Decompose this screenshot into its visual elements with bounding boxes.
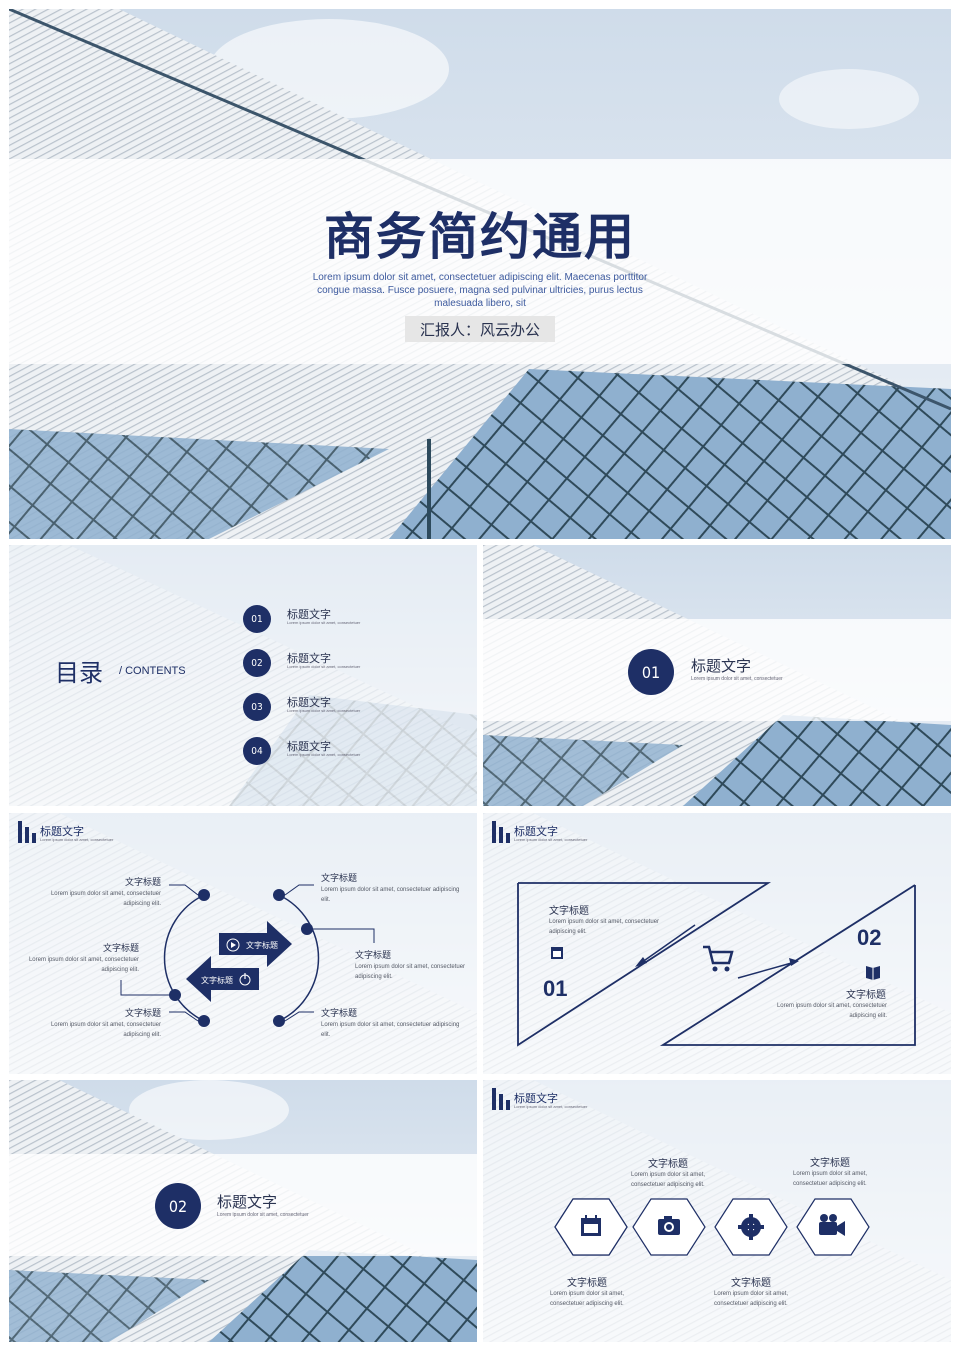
diagram-item-label: 文字标题 xyxy=(124,877,161,887)
camera-icon xyxy=(658,1216,680,1235)
toc-item-desc: Lorem ipsum dolor sit amet, consectetuer xyxy=(287,752,361,757)
section2-slide: 02 标题文字 Lorem ipsum dolor sit amet, cons… xyxy=(9,1080,477,1342)
header-bar-icon xyxy=(492,821,496,843)
reporter-text: 汇报人：风云办公 xyxy=(419,321,540,339)
toc-item-title: 标题文字 xyxy=(287,609,331,621)
section-number-circle: 02 xyxy=(155,1183,201,1229)
toc-item-number-circle: 01 xyxy=(243,605,271,633)
section-number: 02 xyxy=(168,1196,188,1216)
toc-item-number: 01 xyxy=(251,613,263,625)
diagram-item-label: 文字标题 xyxy=(102,943,139,953)
calendar-icon xyxy=(551,947,563,959)
diagram-item-label: 文字标题 xyxy=(355,950,392,960)
arrow-right-label: 文字标题 xyxy=(246,941,278,950)
header-bar-icon xyxy=(18,821,22,843)
building-photo xyxy=(483,1080,951,1342)
diagram-item-text: Lorem ipsum dolor sit amet, consectetuer… xyxy=(28,957,139,973)
section1-slide: 01 标题文字 Lorem ipsum dolor sit amet, cons… xyxy=(483,545,951,806)
diagram-item-text: Lorem ipsum dolor sit amet, consectetuer… xyxy=(321,1022,460,1038)
toc-item-title: 标题文字 xyxy=(287,653,331,665)
left-label: 文字标题 xyxy=(549,906,589,917)
section-band xyxy=(9,1154,477,1256)
left-text: Lorem ipsum dolor sit amet, consectetuer… xyxy=(549,919,660,935)
hex-top-text-2: Lorem ipsum dolor sit amet, consectetuer… xyxy=(793,1171,868,1187)
hex-bottom-text-2: Lorem ipsum dolor sit amet, consectetuer… xyxy=(714,1291,789,1307)
cover-slide: 商务简约通用 Lorem ipsum dolor sit amet, conse… xyxy=(9,9,951,539)
arrow-left-shape xyxy=(186,956,259,1002)
diagram-item-text: Lorem ipsum dolor sit amet, consectetuer… xyxy=(50,891,161,907)
left-number: 01 xyxy=(543,976,568,1001)
section-number-circle: 01 xyxy=(628,649,674,695)
compare-frame xyxy=(517,882,916,1047)
video-camera-icon xyxy=(819,1214,845,1236)
hex-bottom-label-2: 文字标题 xyxy=(731,1278,771,1289)
toc-item-desc: Lorem ipsum dolor sit amet, consectetuer xyxy=(287,620,361,625)
hexagon-slide: 标题文字 Lorem ipsum dolor sit amet, consect… xyxy=(483,1080,951,1342)
header-title: 标题文字 xyxy=(40,826,84,838)
header-desc: Lorem ipsum dolor sit amet, consectetuer xyxy=(40,837,114,842)
toc-item-number-circle: 03 xyxy=(243,693,271,721)
shopping-cart-icon xyxy=(703,945,734,972)
header-title: 标题文字 xyxy=(514,826,558,838)
diagram-slide: 标题文字 Lorem ipsum dolor sit amet, consect… xyxy=(9,813,477,1074)
section-band xyxy=(483,619,951,721)
toc-item-title: 标题文字 xyxy=(287,697,331,709)
header-bar-icon xyxy=(499,827,503,843)
right-label: 文字标题 xyxy=(846,990,886,1001)
header-bar-icon xyxy=(32,833,36,843)
gear-icon xyxy=(738,1214,764,1240)
toc-subtitle: / CONTENTS xyxy=(119,665,186,677)
diagram-item-text: Lorem ipsum dolor sit amet, consectetuer… xyxy=(50,1022,161,1038)
section-title: 标题文字 xyxy=(217,1194,278,1211)
diagram-item-label: 文字标题 xyxy=(321,1008,358,1018)
toc-item-number: 02 xyxy=(251,657,263,669)
toc-item-desc: Lorem ipsum dolor sit amet, consectetuer xyxy=(287,708,361,713)
section-number: 01 xyxy=(641,662,661,682)
hex-top-label-1: 文字标题 xyxy=(648,1159,688,1170)
section-desc: Lorem ipsum dolor sit amet, consectetuer xyxy=(691,676,783,682)
toc-item-number-circle: 02 xyxy=(243,649,271,677)
header-bar-icon xyxy=(492,1088,496,1110)
arrow-left-label: 文字标题 xyxy=(201,976,233,985)
toc-title: 目录 xyxy=(55,659,103,687)
diagram-item-label: 文字标题 xyxy=(321,873,358,883)
hex-bottom-text-1: Lorem ipsum dolor sit amet, consectetuer… xyxy=(550,1291,625,1307)
calendar-icon xyxy=(581,1215,601,1236)
building-photo xyxy=(483,813,951,1074)
compare-slide: 标题文字 Lorem ipsum dolor sit amet, consect… xyxy=(483,813,951,1074)
building-photo xyxy=(9,545,477,806)
header-title: 标题文字 xyxy=(514,1093,558,1105)
circular-diagram xyxy=(120,884,375,1027)
hex-top-text-1: Lorem ipsum dolor sit amet, consectetuer… xyxy=(631,1172,706,1188)
section-title: 标题文字 xyxy=(691,658,752,675)
header-bar-icon xyxy=(506,833,510,843)
header-bar-icon xyxy=(499,1094,503,1110)
right-number: 02 xyxy=(857,925,882,950)
toc-item-desc: Lorem ipsum dolor sit amet, consectetuer xyxy=(287,664,361,669)
hexagon-row xyxy=(554,1198,870,1256)
right-text: Lorem ipsum dolor sit amet, consectetuer… xyxy=(776,1003,887,1019)
diagram-item-label: 文字标题 xyxy=(124,1008,161,1018)
toc-item-number-circle: 04 xyxy=(243,737,271,765)
section-desc: Lorem ipsum dolor sit amet, consectetuer xyxy=(217,1212,309,1218)
header-desc: Lorem ipsum dolor sit amet, consectetuer xyxy=(514,837,588,842)
diagram-item-text: Lorem ipsum dolor sit amet, consectetuer… xyxy=(355,964,466,980)
header-desc: Lorem ipsum dolor sit amet, consectetuer xyxy=(514,1104,588,1109)
toc-item-title: 标题文字 xyxy=(287,741,331,753)
toc-item-number: 04 xyxy=(251,745,263,757)
hex-top-label-2: 文字标题 xyxy=(810,1158,850,1169)
hex-bottom-label-1: 文字标题 xyxy=(567,1278,607,1289)
header-bar-icon xyxy=(25,827,29,843)
header-bar-icon xyxy=(506,1100,510,1110)
toc-item-number: 03 xyxy=(251,701,263,713)
reporter-badge: 汇报人：风云办公 xyxy=(405,316,555,342)
arrow-right-shape xyxy=(219,921,292,967)
cover-subtitle: Lorem ipsum dolor sit amet, consectetuer… xyxy=(312,272,648,309)
book-icon xyxy=(866,966,880,980)
cover-title: 商务简约通用 xyxy=(324,207,636,266)
diagram-item-text: Lorem ipsum dolor sit amet, consectetuer… xyxy=(321,887,460,903)
